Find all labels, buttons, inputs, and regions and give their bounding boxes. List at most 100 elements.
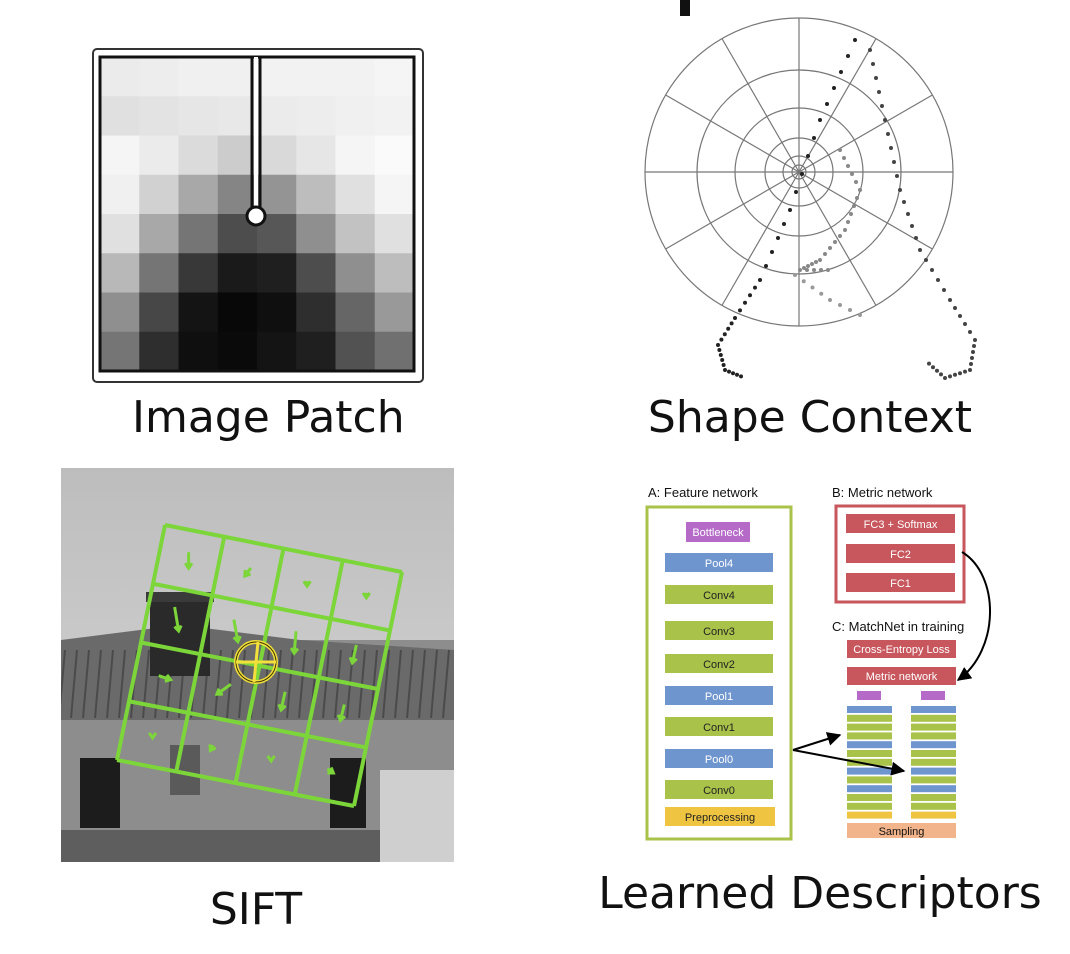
patch-pixel <box>139 253 179 293</box>
contour-point <box>880 104 884 108</box>
contour-point <box>716 343 720 347</box>
metric-layer-block <box>846 544 955 563</box>
polar-spoke <box>798 171 877 306</box>
patch-pixel <box>100 135 140 176</box>
polar-spoke <box>665 171 800 250</box>
feature-layer-label: Conv3 <box>703 626 735 638</box>
patch-pixel <box>100 214 140 254</box>
tower-layer <box>847 758 892 766</box>
roof-tile-line <box>61 649 66 707</box>
contour-point <box>948 374 952 379</box>
tower-layer <box>847 732 892 740</box>
gradient-arrow-head <box>147 732 158 741</box>
patch-pixel <box>178 292 219 333</box>
sift-panel <box>61 468 454 862</box>
tower-layer <box>847 802 892 810</box>
contour-point <box>753 285 757 290</box>
contour-point <box>788 208 792 212</box>
patch-pixel <box>139 292 179 333</box>
patch-pixel <box>335 57 376 97</box>
patch-pixel <box>335 253 376 293</box>
sampling-label: Sampling <box>879 826 925 838</box>
tower-layer <box>911 776 956 784</box>
roof-tile-line <box>142 649 150 719</box>
polar-spoke <box>721 38 800 173</box>
contour-point <box>902 200 906 204</box>
sift-keypoint-icon <box>234 640 278 684</box>
patch-pixel <box>178 96 219 136</box>
feature-layer-block <box>665 749 773 768</box>
tower-layer <box>911 714 956 722</box>
training-tower-right <box>911 691 956 819</box>
metric-block <box>847 667 956 685</box>
patch-pixel <box>178 253 219 293</box>
gradient-arrow-head <box>336 714 346 724</box>
contour-point <box>930 268 934 272</box>
contour-point <box>825 102 829 106</box>
feature-to-tower-left-arrow <box>792 732 842 751</box>
contour-point <box>764 264 768 268</box>
contour-point <box>801 279 806 284</box>
feature-layer-label: Conv4 <box>703 590 735 602</box>
learned-descriptors-panel: A: Feature network B: Metric network Bot… <box>645 485 991 841</box>
contour-point <box>806 264 810 268</box>
shape-context-panel <box>644 0 977 380</box>
gradient-arrow <box>350 644 358 664</box>
contour-point <box>718 353 723 357</box>
contour-point <box>972 344 976 348</box>
contour-point <box>958 314 962 318</box>
tower-layer <box>911 811 956 819</box>
gradient-arrow <box>216 683 232 696</box>
tower-layer <box>911 767 956 775</box>
patch-pixel <box>296 135 336 176</box>
contour-point <box>819 268 823 272</box>
patch-pixel <box>100 331 140 372</box>
contour-point <box>850 172 854 176</box>
roof-tile-line <box>214 649 222 719</box>
sift-grid-line <box>352 571 404 807</box>
patch-pixel <box>100 57 140 97</box>
polar-spoke <box>665 94 800 173</box>
gradient-arrow-head <box>208 744 217 753</box>
contour-point <box>953 372 957 377</box>
polar-spoke <box>798 38 877 173</box>
feature-to-tower-right-arrow <box>792 749 906 776</box>
contour-point <box>838 303 842 307</box>
patch-pixel <box>178 331 219 372</box>
contour-point <box>802 266 806 270</box>
contour-point <box>826 268 830 272</box>
contour-point <box>818 118 822 122</box>
roof-tile-line <box>286 649 294 719</box>
roof-tile-line <box>418 649 426 719</box>
contour-point <box>806 154 810 158</box>
contour-point <box>770 250 774 254</box>
patch-pixel-grid <box>100 57 415 372</box>
patch-pixel <box>139 214 179 254</box>
feature-layer-block <box>665 807 775 826</box>
contour-point <box>853 38 857 42</box>
contour-point <box>969 362 973 366</box>
patch-pixel <box>139 174 179 215</box>
tower-layer <box>911 723 956 731</box>
tower-layer <box>847 767 892 775</box>
roof-tile-line <box>370 649 378 719</box>
feature-layer-label: Pool1 <box>705 691 733 703</box>
patch-pixel <box>296 292 336 333</box>
contour-point <box>726 326 731 331</box>
tower-layer <box>847 741 892 749</box>
patch-pixel <box>296 214 336 254</box>
cropped-title-glyph <box>680 0 690 16</box>
patch-pixel <box>374 253 415 293</box>
gradient-arrow-head <box>243 569 252 579</box>
tower-layer <box>911 785 956 793</box>
feature-network-title: A: Feature network <box>648 485 758 500</box>
contour-point <box>854 180 858 184</box>
tower-layer <box>911 794 956 801</box>
contour-point <box>843 228 847 232</box>
gradient-arrow-head <box>277 703 287 713</box>
patch-pixel <box>335 96 376 136</box>
patch-pixel <box>139 57 179 97</box>
gradient-arrow <box>292 631 298 654</box>
contour-point <box>805 268 809 272</box>
feature-layer-label: Conv1 <box>703 722 735 734</box>
